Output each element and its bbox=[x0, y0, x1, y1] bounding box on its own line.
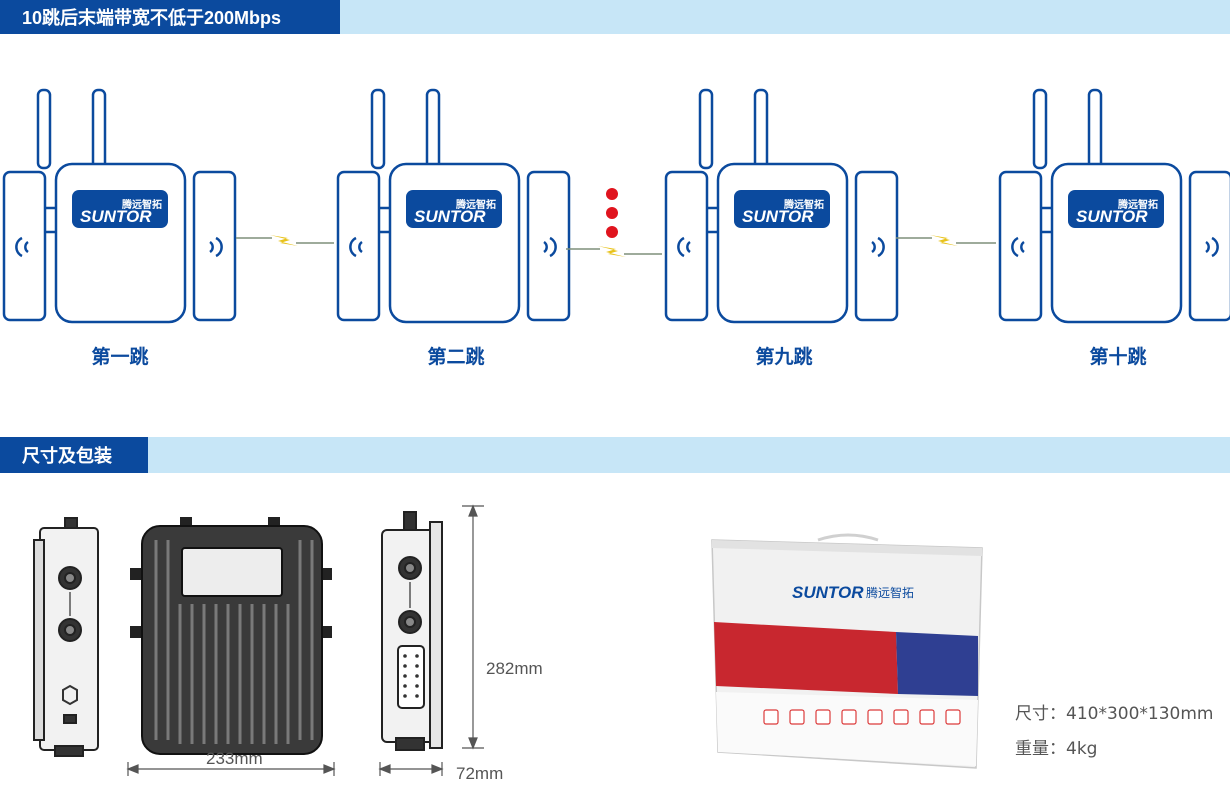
wireless-link-2 bbox=[566, 246, 662, 257]
ellipsis-dots bbox=[606, 188, 618, 238]
hop-label-2: 第二跳 bbox=[427, 346, 485, 368]
section-header-bandwidth: 10跳后末端带宽不低于200Mbps bbox=[0, 0, 1230, 34]
device-side-view-left bbox=[33, 517, 99, 757]
package-size: 尺寸：410*300*130mm bbox=[1015, 704, 1214, 724]
wireless-link-1 bbox=[236, 235, 334, 246]
depth-label: 72mm bbox=[456, 764, 504, 783]
height-label: 282mm bbox=[486, 659, 543, 678]
height-dimension-line bbox=[462, 504, 484, 750]
width-label: 233mm bbox=[206, 749, 263, 768]
hop-label-9: 第九跳 bbox=[755, 346, 813, 368]
section-title-bandwidth: 10跳后末端带宽不低于200Mbps bbox=[0, 0, 340, 34]
logo-en: SUNTOR bbox=[80, 207, 152, 226]
device-side-view-right bbox=[381, 511, 443, 751]
depth-dimension-line bbox=[378, 762, 444, 776]
wireless-link-3 bbox=[896, 235, 996, 246]
logo-cn: 腾远智拓 bbox=[121, 198, 162, 211]
logo-en: SUNTOR bbox=[1076, 207, 1148, 226]
relay-diagram: 腾远智拓 SUNTOR 腾远智拓 SUNTOR 腾远智拓 SUNTOR 腾远智拓… bbox=[2, 88, 1230, 324]
section-header-dimensions: 尺寸及包装 bbox=[0, 437, 1230, 473]
package-brand-cn: 腾远智拓 bbox=[866, 585, 914, 600]
hop-label-10: 第十跳 bbox=[1089, 346, 1147, 368]
logo-cn: 腾远智拓 bbox=[1117, 198, 1158, 211]
section-title-dimensions: 尺寸及包装 bbox=[0, 437, 148, 473]
device-front-view bbox=[130, 517, 332, 755]
logo-cn: 腾远智拓 bbox=[783, 198, 824, 211]
logo-cn: 腾远智拓 bbox=[455, 198, 496, 211]
package-brand-en: SUNTOR bbox=[792, 583, 864, 602]
logo-en: SUNTOR bbox=[414, 207, 486, 226]
package-box: SUNTOR 腾远智拓 bbox=[711, 533, 983, 769]
logo-en: SUNTOR bbox=[742, 207, 814, 226]
hop-label-1: 第一跳 bbox=[91, 346, 149, 368]
width-dimension-line bbox=[126, 762, 336, 776]
package-weight: 重量：4kg bbox=[1015, 739, 1098, 759]
